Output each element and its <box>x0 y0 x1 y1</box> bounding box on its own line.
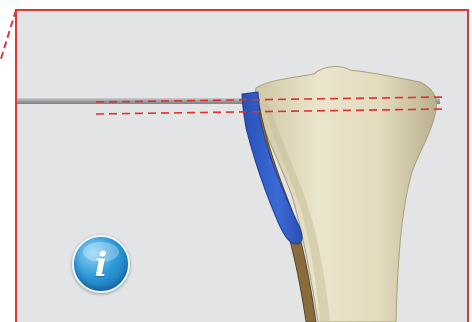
info-button[interactable]: i <box>72 235 130 293</box>
info-icon: i <box>95 248 108 282</box>
